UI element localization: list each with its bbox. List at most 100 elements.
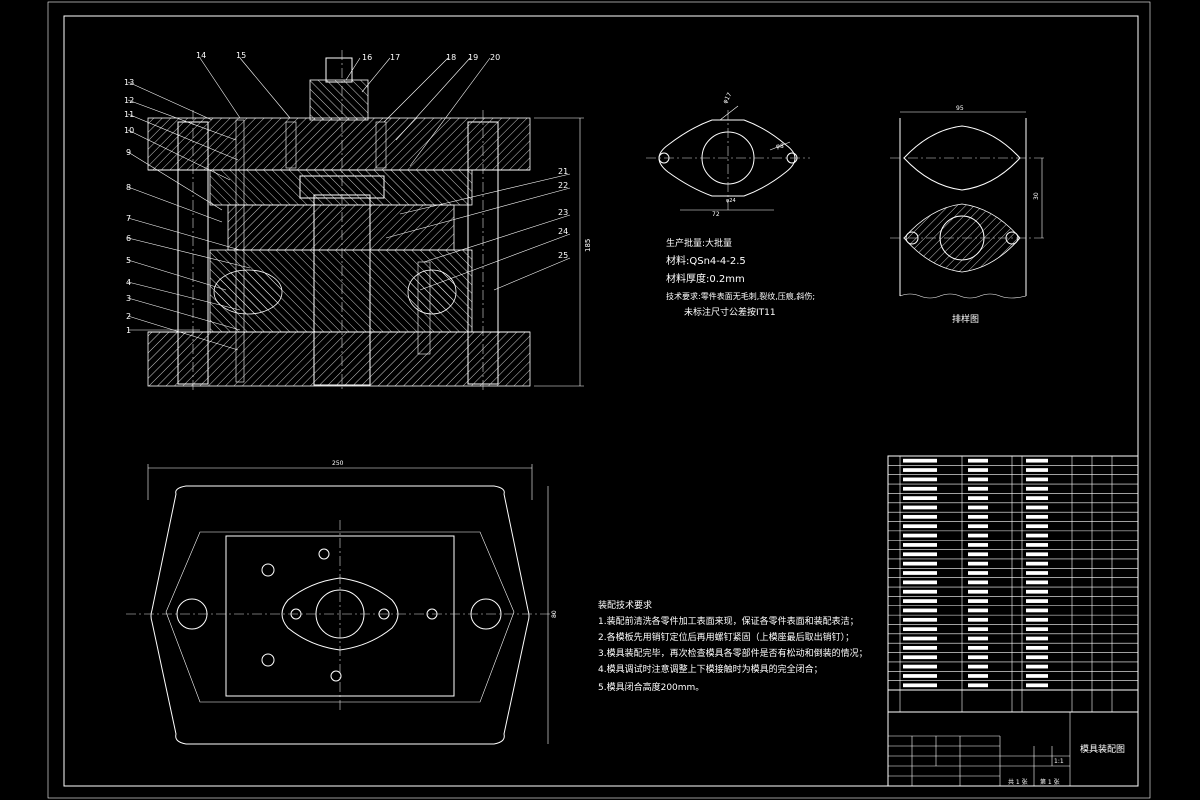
tech-req-item-2: 2.各模板先用销钉定位后再用螺钉紧固（上模座最后取出销钉）； [598, 631, 854, 643]
rubber-spring-left [213, 269, 283, 315]
part-label-22: 22 [558, 181, 568, 190]
strip-layout-title: 排样图 [952, 313, 979, 325]
plan-height-dim: 80 [551, 610, 558, 618]
bom-cell-mark [1026, 655, 1048, 660]
note-thickness: 材料厚度:0.2mm [666, 272, 745, 285]
bom-cell-mark [903, 617, 937, 622]
bom-cell-mark [1026, 496, 1048, 500]
bom-cell-mark [968, 674, 988, 678]
bom-cell-mark [903, 599, 937, 603]
tech-requirements: 装配技术要求 1.装配前清洗各零件加工表面来现，保证各零件表面和装配表洁； 2.… [598, 599, 868, 693]
part-outline [658, 119, 796, 197]
bom-cell-mark [903, 589, 937, 594]
bom-cell-mark [903, 580, 937, 585]
drawing-name: 模具装配图 [1080, 743, 1125, 755]
part-label-16: 16 [362, 53, 372, 62]
bom-cell-mark [1026, 533, 1048, 538]
bom-cell-mark [1026, 599, 1048, 603]
bom-cell-mark [903, 468, 937, 472]
bom-cell-mark [968, 486, 988, 491]
bom-cell-mark [903, 524, 937, 529]
part-label-18: 18 [446, 53, 456, 62]
bolt-1 [235, 119, 245, 383]
bom-cell-mark [1026, 571, 1048, 575]
bom-cell-mark [1026, 646, 1048, 650]
part-label-17: 17 [390, 53, 400, 62]
bom-cell-mark [1026, 477, 1048, 482]
tech-req-title: 装配技术要求 [598, 599, 652, 611]
bom-cell-mark [903, 486, 937, 491]
part-drawing: φ17 φ8 φ24 72 [646, 91, 810, 218]
bom-cell-mark [903, 674, 937, 678]
part-label-4: 4 [126, 278, 131, 287]
bom-cell-mark [1026, 683, 1048, 688]
bom-cell-mark [968, 496, 988, 500]
upper-die-base [147, 117, 531, 171]
bom-cell-mark [903, 533, 937, 538]
inner-border [63, 15, 1139, 787]
bom-cell-mark [903, 543, 937, 547]
part-label-7: 7 [126, 214, 131, 223]
bom-cell-mark [968, 477, 988, 482]
bom-cell-mark [1026, 543, 1048, 547]
bom-cell-mark [1026, 674, 1048, 678]
bom-cell-mark [903, 646, 937, 650]
part-dim-d1: φ17 [722, 91, 734, 105]
bom-cell-mark [968, 589, 988, 594]
bom-cell-mark [1026, 514, 1048, 519]
title-block: 模具装配图 1:1 共 1 张 第 1 张 [887, 711, 1139, 787]
bom-cell-mark [1026, 608, 1048, 613]
bom-cell-mark [968, 655, 988, 660]
assembly-height-dim: 185 [584, 239, 592, 252]
bom-cell-mark [1026, 524, 1048, 529]
outer-border [47, 1, 1151, 799]
bom-cell-mark [1026, 458, 1048, 463]
tech-req-item-4: 4.模具调试时注意调整上下模接触时为模具的完全闭合； [598, 663, 823, 675]
part-dim-d2: φ8 [776, 143, 784, 150]
bom-cell-mark [1026, 664, 1048, 669]
part-dim-d3: φ24 [726, 198, 736, 204]
part-label-5: 5 [126, 256, 131, 265]
shank-top [325, 57, 353, 83]
bom-cell-mark [903, 683, 937, 688]
bom-cell-mark [968, 646, 988, 650]
part-label-11: 11 [124, 110, 134, 119]
note-volume: 生产批量:大批量 [666, 237, 732, 249]
bom-cell-mark [968, 664, 988, 669]
sheet-number: 第 1 张 [1040, 778, 1060, 786]
sheet-total: 共 1 张 [1008, 778, 1028, 786]
bom-cell-mark [903, 505, 937, 510]
part-label-14: 14 [196, 51, 206, 60]
die-shank [309, 79, 369, 121]
bom-cell-mark [1026, 505, 1048, 510]
part-label-15: 15 [236, 51, 246, 60]
bom-cell-mark [968, 552, 988, 557]
part-label-19: 19 [468, 53, 478, 62]
bom-cell-mark [903, 552, 937, 557]
tech-req-item-5: 5.模具闭合高度200mm。 [598, 681, 704, 693]
bom-cell-mark [968, 468, 988, 472]
bom-cell-mark [968, 571, 988, 575]
part-label-6: 6 [126, 234, 131, 243]
bom-cell-mark [1026, 617, 1048, 622]
bom-cell-mark [968, 617, 988, 622]
bill-of-materials [887, 455, 1139, 713]
bom-cell-mark [968, 580, 988, 585]
bom-cell-mark [903, 571, 937, 575]
bom-cell-mark [903, 655, 937, 660]
title-block-frame [887, 711, 1139, 787]
bom-cell-mark [1026, 627, 1048, 632]
bom-cell-mark [903, 514, 937, 519]
part-label-8: 8 [126, 183, 131, 192]
part-label-2: 2 [126, 312, 131, 321]
bom-cell-mark [1026, 580, 1048, 585]
bolt-2 [285, 121, 297, 169]
part-label-12: 12 [124, 96, 134, 105]
bom-cell-mark [903, 458, 937, 463]
bom-cell-mark [903, 561, 937, 566]
bom-cell-mark [1026, 552, 1048, 557]
part-dim-d4: 72 [712, 211, 720, 218]
part-label-25: 25 [558, 251, 568, 260]
drawing-scale: 1:1 [1054, 758, 1064, 765]
